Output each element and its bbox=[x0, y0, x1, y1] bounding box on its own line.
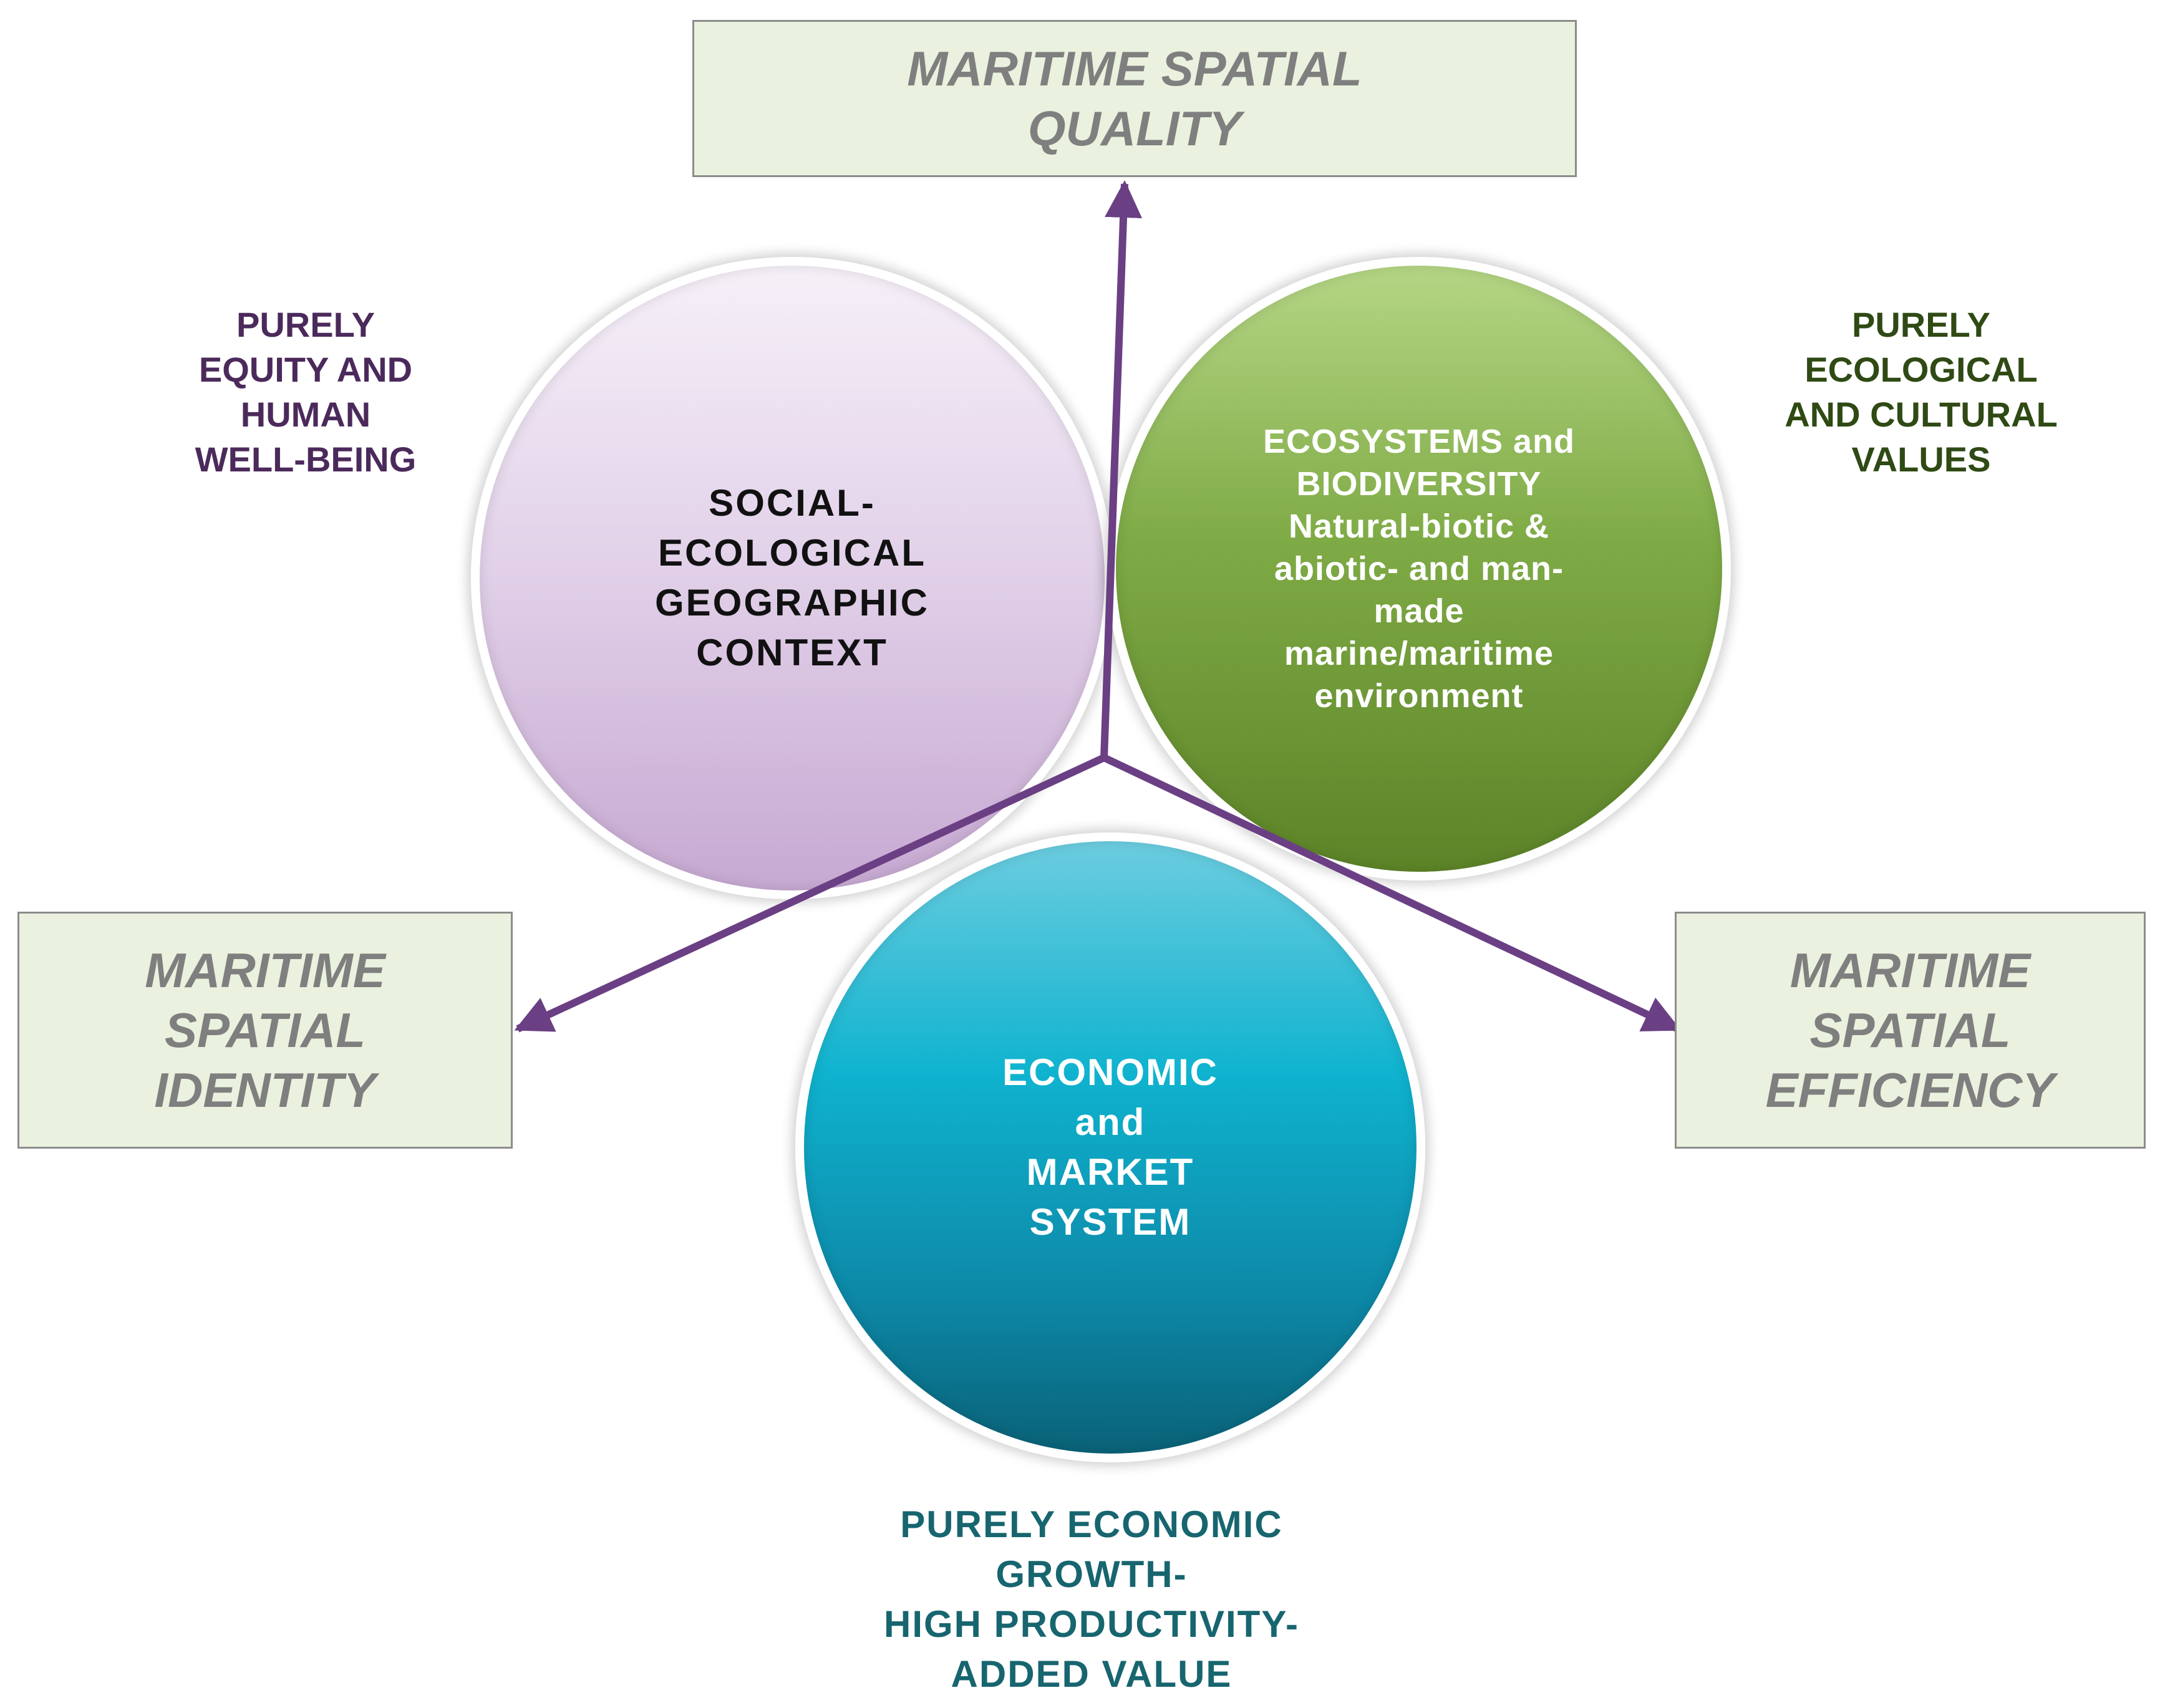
efficiency-box-line: MARITIME bbox=[1790, 943, 2031, 998]
social-circle-line: CONTEXT bbox=[696, 632, 888, 673]
ecosystems-circle-line: environment bbox=[1314, 677, 1524, 715]
economic-label-line: ADDED VALUE bbox=[951, 1653, 1233, 1695]
identity-box-line: MARITIME bbox=[145, 943, 385, 998]
quality-box-line: MARITIME SPATIAL bbox=[907, 41, 1362, 96]
economic-label-line: GROWTH- bbox=[995, 1553, 1188, 1595]
ecosystems-circle-line: marine/maritime bbox=[1284, 635, 1554, 672]
economic-circle-line: ECONOMIC bbox=[1002, 1051, 1218, 1093]
economic-circle-line: and bbox=[1075, 1101, 1146, 1143]
economic-growth-label: PURELY ECONOMIC GROWTH- HIGH PRODUCTIVIT… bbox=[742, 1500, 1441, 1699]
efficiency-box-line: SPATIAL bbox=[1809, 1003, 2011, 1058]
maritime-spatial-efficiency-box: MARITIME SPATIAL EFFICIENCY bbox=[1675, 912, 2146, 1149]
maritime-spatial-identity-box: MARITIME SPATIAL IDENTITY bbox=[17, 912, 513, 1149]
quality-box-line: QUALITY bbox=[1027, 101, 1242, 156]
equity-wellbeing-label: PURELY EQUITY AND HUMAN WELL-BEING bbox=[150, 302, 462, 482]
economic-label-line: PURELY ECONOMIC bbox=[900, 1503, 1283, 1545]
ecosystems-circle-line: Natural-biotic & bbox=[1288, 508, 1550, 545]
equity-label-line: PURELY bbox=[236, 305, 375, 344]
identity-box-line: SPATIAL bbox=[164, 1003, 366, 1058]
ecosystems-circle-line: abiotic- and man- bbox=[1274, 550, 1564, 587]
arrow-to-quality bbox=[1100, 180, 1143, 758]
arrow-to-identity bbox=[514, 754, 1106, 1033]
identity-box-line: IDENTITY bbox=[154, 1063, 376, 1117]
equity-label-line: WELL-BEING bbox=[195, 440, 417, 479]
social-circle-line: SOCIAL- bbox=[709, 482, 876, 524]
economic-circle-line: SYSTEM bbox=[1029, 1201, 1191, 1243]
ecosystems-circle-line: ECOSYSTEMS and bbox=[1262, 423, 1576, 460]
arrow-to-efficiency bbox=[1102, 754, 1682, 1033]
ecosystems-biodiversity-circle: ECOSYSTEMS and BIODIVERSITY Natural-biot… bbox=[1107, 257, 1731, 881]
ecosystems-circle-line: made bbox=[1373, 592, 1465, 630]
ecosystems-circle-line: BIODIVERSITY bbox=[1296, 465, 1542, 503]
ecological-label-line: PURELY bbox=[1851, 305, 1990, 344]
economic-label-line: HIGH PRODUCTIVITY- bbox=[883, 1603, 1300, 1645]
equity-label-line: HUMAN bbox=[240, 395, 371, 434]
equity-label-line: EQUITY AND bbox=[198, 350, 413, 389]
efficiency-box-line: EFFICIENCY bbox=[1765, 1063, 2055, 1117]
maritime-spatial-quality-box: MARITIME SPATIAL QUALITY bbox=[692, 20, 1577, 177]
social-circle-line: ECOLOGICAL bbox=[658, 532, 926, 574]
social-circle-line: GEOGRAPHIC bbox=[654, 582, 930, 624]
ecological-label-line: ECOLOGICAL bbox=[1804, 350, 2038, 389]
ecological-cultural-label: PURELY ECOLOGICAL AND CULTURAL VALUES bbox=[1765, 302, 2077, 482]
economic-circle-line: MARKET bbox=[1026, 1151, 1194, 1193]
ecological-label-line: VALUES bbox=[1851, 440, 1991, 479]
ecological-label-line: AND CULTURAL bbox=[1785, 395, 2058, 434]
